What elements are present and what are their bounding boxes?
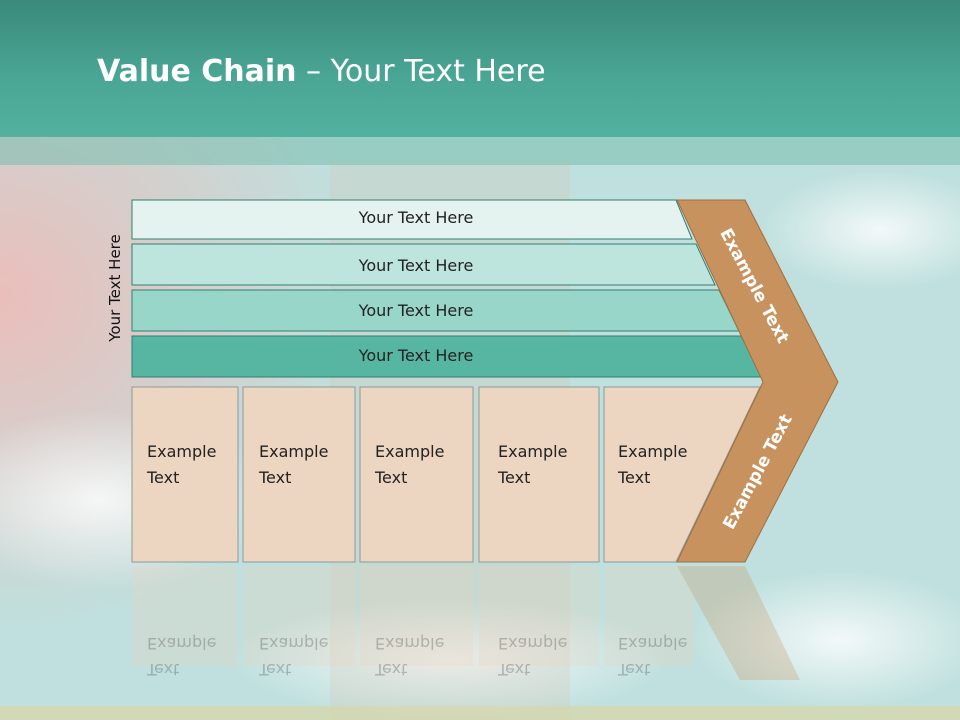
box-label-4-line1: Example bbox=[498, 442, 568, 461]
activity-box-1 bbox=[131, 386, 239, 563]
chevron-arrow bbox=[676, 199, 839, 563]
row-label-3: Your Text Here bbox=[358, 301, 474, 320]
box-reflection-5-line2: Text bbox=[618, 660, 651, 679]
box-label-5-line1: Example bbox=[618, 442, 688, 461]
row-label-2: Your Text Here bbox=[358, 256, 474, 275]
header-band bbox=[0, 137, 960, 165]
row-label-1: Your Text Here bbox=[358, 208, 474, 227]
box-reflection-4-line2: Text bbox=[498, 660, 531, 679]
box-label-5-line2: Text bbox=[618, 468, 651, 487]
box-reflection-5-line1: Example bbox=[618, 634, 688, 653]
box-reflection-1-line2: Text bbox=[147, 660, 180, 679]
row-bar-1 bbox=[131, 199, 693, 240]
row-bar-2 bbox=[131, 243, 716, 286]
box-reflection-4: Text Example bbox=[498, 630, 567, 682]
box-reflection-3-line2: Text bbox=[375, 660, 408, 679]
activity-box-4 bbox=[478, 386, 600, 563]
box-reflection-5: Text Example bbox=[618, 630, 687, 682]
box-label-1-line2: Text bbox=[147, 468, 180, 487]
activity-box-3 bbox=[359, 386, 474, 563]
box-reflection-1-line1: Example bbox=[147, 634, 217, 653]
box-reflection-2-line2: Text bbox=[259, 660, 292, 679]
box-label-3-line2: Text bbox=[375, 468, 408, 487]
box-label-2-line2: Text bbox=[259, 468, 292, 487]
row-label-4: Your Text Here bbox=[358, 346, 474, 365]
side-label: Your Text Here bbox=[106, 234, 124, 342]
box-reflection-3: Text Example bbox=[375, 630, 444, 682]
activity-box-5 bbox=[603, 386, 761, 563]
box-label-1-line1: Example bbox=[147, 442, 217, 461]
box-reflection-2-line1: Example bbox=[259, 634, 329, 653]
title-bold: Value Chain bbox=[97, 54, 297, 89]
box-reflection-4-line1: Example bbox=[498, 634, 568, 653]
box-label-4-line2: Text bbox=[498, 468, 531, 487]
box-label-3-line1: Example bbox=[375, 442, 445, 461]
title-rest: – Your Text Here bbox=[296, 54, 546, 89]
title-bar bbox=[0, 0, 960, 137]
page-title: Value Chain – Your Text Here bbox=[97, 54, 546, 89]
box-reflection-3-line1: Example bbox=[375, 634, 445, 653]
activity-box-2 bbox=[242, 386, 356, 563]
box-label-2-line1: Example bbox=[259, 442, 329, 461]
reflection bbox=[132, 566, 800, 680]
box-reflection-1: Text Example bbox=[147, 630, 216, 682]
box-reflection-2: Text Example bbox=[259, 630, 328, 682]
